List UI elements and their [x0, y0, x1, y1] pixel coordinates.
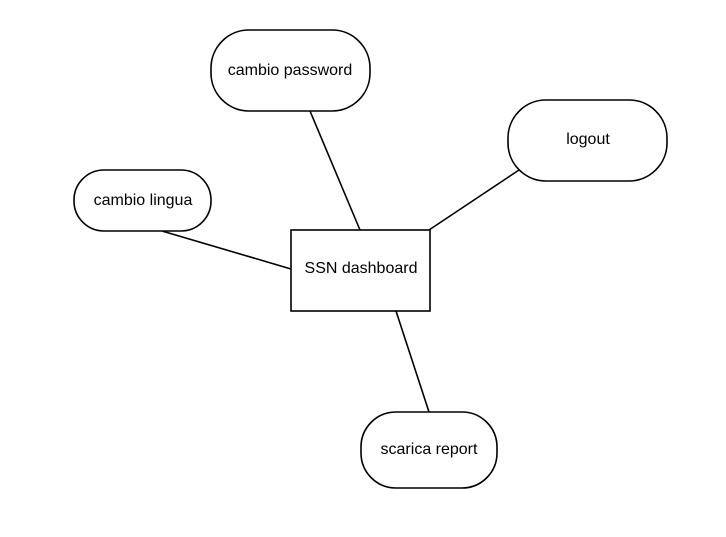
node-logout: logout: [507, 99, 668, 182]
node-ssn-dashboard: SSN dashboard: [290, 229, 431, 312]
node-cambio-password-label: cambio password: [228, 62, 353, 79]
node-ssn-dashboard-label: SSN dashboard: [305, 260, 418, 277]
node-cambio-lingua-label: cambio lingua: [94, 192, 193, 209]
node-cambio-lingua: cambio lingua: [73, 169, 212, 232]
node-scarica-report: scarica report: [360, 411, 498, 489]
node-logout-label: logout: [566, 131, 610, 148]
edge-dashboard-to-scarica-report: [395, 310, 430, 413]
edge-dashboard-to-cambio-lingua: [161, 230, 292, 270]
edge-dashboard-to-logout: [428, 169, 520, 231]
node-cambio-password: cambio password: [210, 29, 371, 112]
edge-dashboard-to-cambio-password: [309, 110, 361, 231]
node-scarica-report-label: scarica report: [381, 441, 478, 458]
